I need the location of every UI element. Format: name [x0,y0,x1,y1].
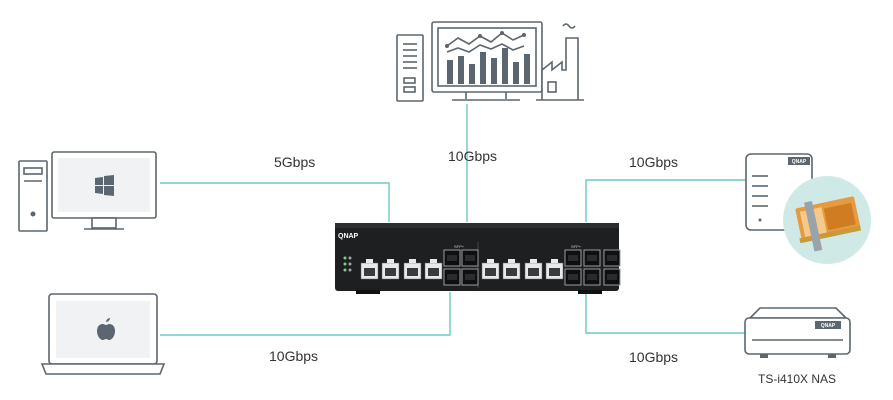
rj45-port [403,259,422,280]
rj45-port [545,259,564,280]
rj45-port [481,259,500,280]
sfp-port-group [443,249,621,286]
qnap-switch-icon: QNAP SFP+ SFP+ [335,223,621,294]
link-label-left-upper: 5Gbps [274,154,316,170]
apple-logo-icon [97,318,115,340]
mac-laptop-icon [40,293,166,375]
sfp-port [583,268,601,286]
link-left-lower [160,292,451,336]
link-label-left-lower: 10Gbps [269,348,319,364]
sfp-port [603,268,621,286]
rj45-port [424,259,443,280]
rj45-port [360,259,379,280]
connection-lines [160,104,748,336]
link-label-top: 10Gbps [448,148,498,164]
ts-i410x-nas-icon: QNAP [744,307,851,358]
nas-brand-label: QNAP [821,323,836,329]
sfp-port [583,249,601,267]
sfp-header-right: SFP+ [571,244,582,249]
tower-brand-label: QNAP [792,159,807,165]
sfp-port [564,249,582,267]
nas-caption: TS-i410X NAS [758,372,837,386]
rj45-port [502,259,521,280]
link-left-upper [160,182,390,222]
windows-pc-icon [18,151,157,232]
sfp-port [443,268,461,286]
link-label-right-lower: 10Gbps [629,349,679,365]
sfp-port [603,249,621,267]
switch-brand-label: QNAP [338,233,359,240]
rj45-port [524,259,543,280]
link-right-upper [585,179,748,222]
pcie-card-icon [783,176,871,264]
industrial-workstation-icon [396,21,584,102]
link-label-right-upper: 10Gbps [629,154,679,170]
link-right-lower [585,292,748,334]
sfp-port [564,268,582,286]
sfp-port [461,249,479,267]
sfp-port [461,268,479,286]
sfp-port [443,249,461,267]
windows-logo-icon [95,175,114,196]
rj45-port [381,259,400,280]
rj45-port-group [360,259,564,280]
sfp-header-left: SFP+ [454,244,465,249]
